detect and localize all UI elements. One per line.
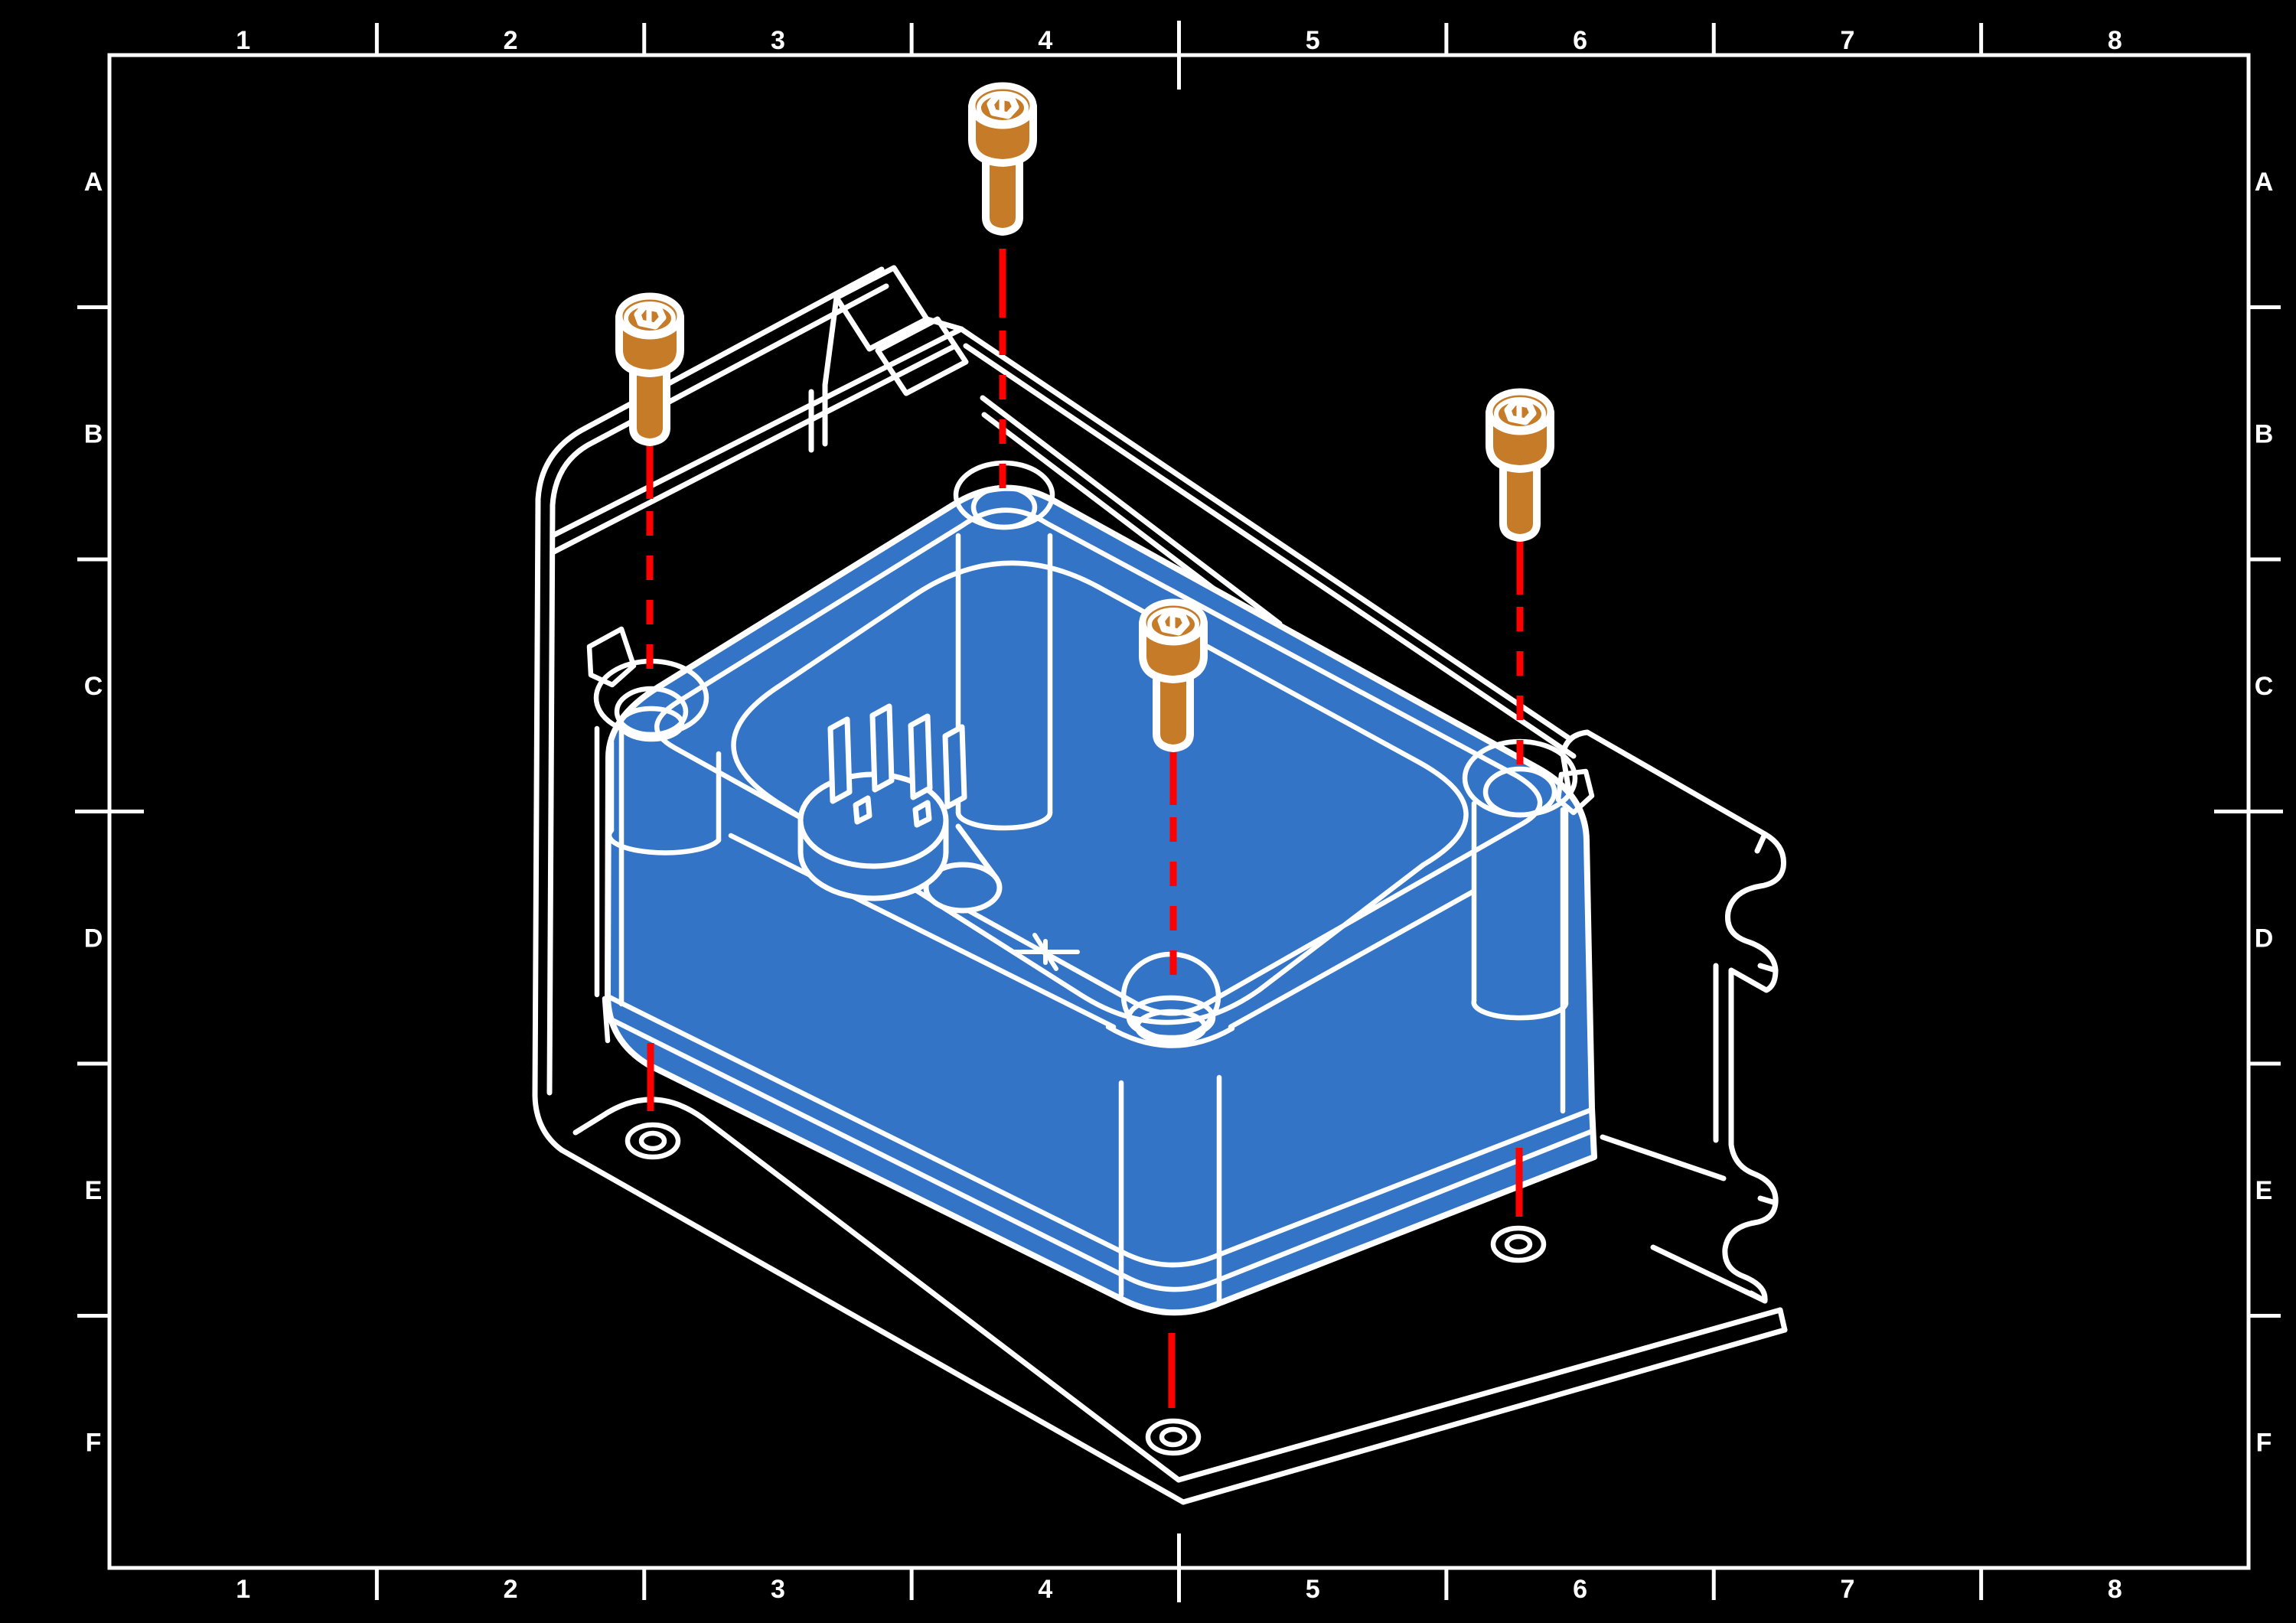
bracket-hole-left: [625, 1122, 681, 1160]
grid-label: 7: [1840, 1575, 1854, 1604]
grid-label: 1: [236, 26, 250, 55]
connector-pin: [908, 713, 933, 800]
grid-label: E: [85, 1176, 103, 1205]
centerline-screw-3: [1168, 750, 1177, 1408]
centerline-screw-4: [1515, 539, 1524, 1217]
grid-label: 2: [504, 1575, 518, 1604]
connector-pin: [942, 724, 967, 810]
grid-label: 3: [771, 26, 785, 55]
enclosure-silhouette: [605, 484, 1597, 1316]
grid-label: F: [86, 1428, 102, 1457]
grid-label: B: [84, 419, 103, 448]
grid-label: E: [2255, 1176, 2273, 1205]
grid-label: 8: [2108, 26, 2122, 55]
grid-label: C: [84, 672, 103, 701]
grid-label: 4: [1038, 1575, 1052, 1604]
grid-label: 3: [771, 1575, 785, 1604]
mounting-bracket: [532, 265, 1788, 1505]
grid-label: 5: [1306, 1575, 1320, 1604]
bracket-hole-front: [1145, 1418, 1202, 1456]
grid-label: D: [2255, 924, 2274, 953]
grid-label: 6: [1573, 26, 1587, 55]
grid-label: D: [84, 924, 103, 953]
grid-label: 2: [504, 26, 518, 55]
grid-label: 8: [2108, 1575, 2122, 1604]
centerline-screw-2: [646, 444, 654, 1111]
connector-pin: [869, 703, 895, 793]
grid-label: F: [2256, 1428, 2272, 1457]
grid-label: 6: [1573, 1575, 1587, 1604]
connector-pin: [827, 716, 853, 804]
bracket-right-flange: [1560, 729, 1786, 1304]
floor-datum-mark: [1011, 933, 1080, 971]
grid-label: 7: [1840, 26, 1854, 55]
grid-label: A: [2255, 168, 2274, 197]
grid-label: 4: [1038, 26, 1052, 55]
grid-label: A: [84, 168, 103, 197]
enclosure-box: [586, 460, 1597, 1316]
grid-ticks: [75, 21, 2283, 1602]
grid-label: 5: [1306, 26, 1320, 55]
bracket-holes: [625, 1122, 1547, 1456]
terminal-connector: [797, 703, 1003, 914]
grid-label: 1: [236, 1575, 250, 1604]
bracket-hole-right: [1490, 1225, 1547, 1263]
grid-label: B: [2255, 419, 2274, 448]
grid-label: C: [2255, 672, 2274, 701]
screw-centerlines: [646, 249, 1524, 1408]
